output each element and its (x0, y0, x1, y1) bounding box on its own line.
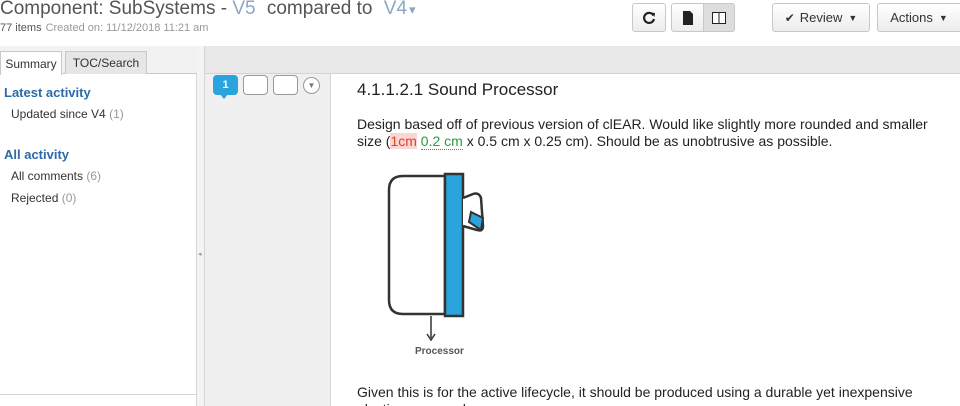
item-label: All comments (11, 169, 84, 183)
splitter-grip-icon[interactable]: ◂ (198, 251, 202, 258)
chevron-down-icon[interactable]: ▼ (303, 77, 320, 94)
diagram-caption: Processor (415, 346, 464, 357)
item-count: (6) (86, 169, 102, 183)
item-count: (1) (109, 107, 124, 121)
latest-activity-heading[interactable]: Latest activity (4, 85, 91, 100)
caret-down-icon[interactable]: ▾ (409, 2, 416, 17)
deleted-text: 1cm (390, 133, 417, 149)
empty-comment-bubble-icon[interactable] (273, 75, 298, 95)
document-content: 4.1.1.2.1 Sound Processor Design based o… (331, 74, 960, 406)
section-paragraph: Design based off of previous version of … (357, 116, 947, 150)
split-view-icon (712, 11, 726, 24)
header: Component: SubSystems - V5 compared to V… (0, 0, 960, 46)
checkmark-icon: ✔ (784, 10, 795, 25)
comment-gutter (205, 46, 331, 406)
actions-label: Actions (890, 10, 933, 25)
sidebar-item-comments[interactable]: All comments (6) (11, 169, 101, 183)
all-activity-heading[interactable]: All activity (4, 147, 70, 162)
page-title: Component: SubSystems - V5 compared to V… (0, 0, 416, 20)
item-label: Updated since V4 (11, 107, 106, 121)
review-label: Review (799, 10, 843, 25)
empty-comment-bubble-icon[interactable] (243, 75, 268, 95)
para-text: Design based off of previous version of … (357, 116, 928, 149)
sidebar-divider (0, 394, 197, 395)
sidebar-tabs: Summary TOC/Search (0, 46, 197, 75)
review-button[interactable]: ✔ Review ▼ (772, 3, 870, 32)
current-version[interactable]: V5 (232, 0, 256, 19)
panel-splitter[interactable] (197, 46, 205, 406)
single-view-button[interactable] (671, 3, 704, 32)
actions-button[interactable]: Actions ▼ (877, 3, 960, 32)
base-version-selector[interactable]: V4 (383, 0, 408, 19)
refresh-button[interactable] (632, 3, 666, 32)
sound-processor-diagram (387, 172, 485, 342)
title-prefix: Component: SubSystems - (0, 0, 233, 19)
section-heading: 4.1.1.2.1 Sound Processor (357, 80, 559, 99)
content-toolbar (205, 46, 960, 74)
item-label: Rejected (11, 191, 59, 205)
tab-toc-search[interactable]: TOC/Search (65, 51, 147, 74)
document-icon (682, 10, 693, 25)
inserted-text: 0.2 cm (420, 133, 463, 150)
sidebar-item-updated[interactable]: Updated since V4 (1) (11, 107, 124, 121)
compared-to-label: compared to (266, 0, 373, 19)
split-view-button[interactable] (703, 3, 735, 32)
tab-summary[interactable]: Summary (0, 51, 62, 75)
sidebar: Summary TOC/Search Latest activity Updat… (0, 46, 197, 406)
items-count: 77 items (0, 22, 42, 34)
item-count: (0) (61, 191, 77, 205)
created-date: Created on: 11/12/2018 11:21 am (45, 22, 209, 34)
refresh-icon (643, 11, 656, 24)
sidebar-item-rejected[interactable]: Rejected (0) (11, 191, 76, 205)
caret-down-icon: ▼ (938, 12, 948, 23)
section-paragraph-2: Given this is for the active lifecycle, … (357, 384, 913, 406)
comment-bubble-icon[interactable]: 1 (213, 75, 238, 99)
caret-down-icon: ▼ (848, 12, 858, 23)
para-text: x 0.5 cm x 0.25 cm). Should be as unobtr… (462, 133, 833, 149)
